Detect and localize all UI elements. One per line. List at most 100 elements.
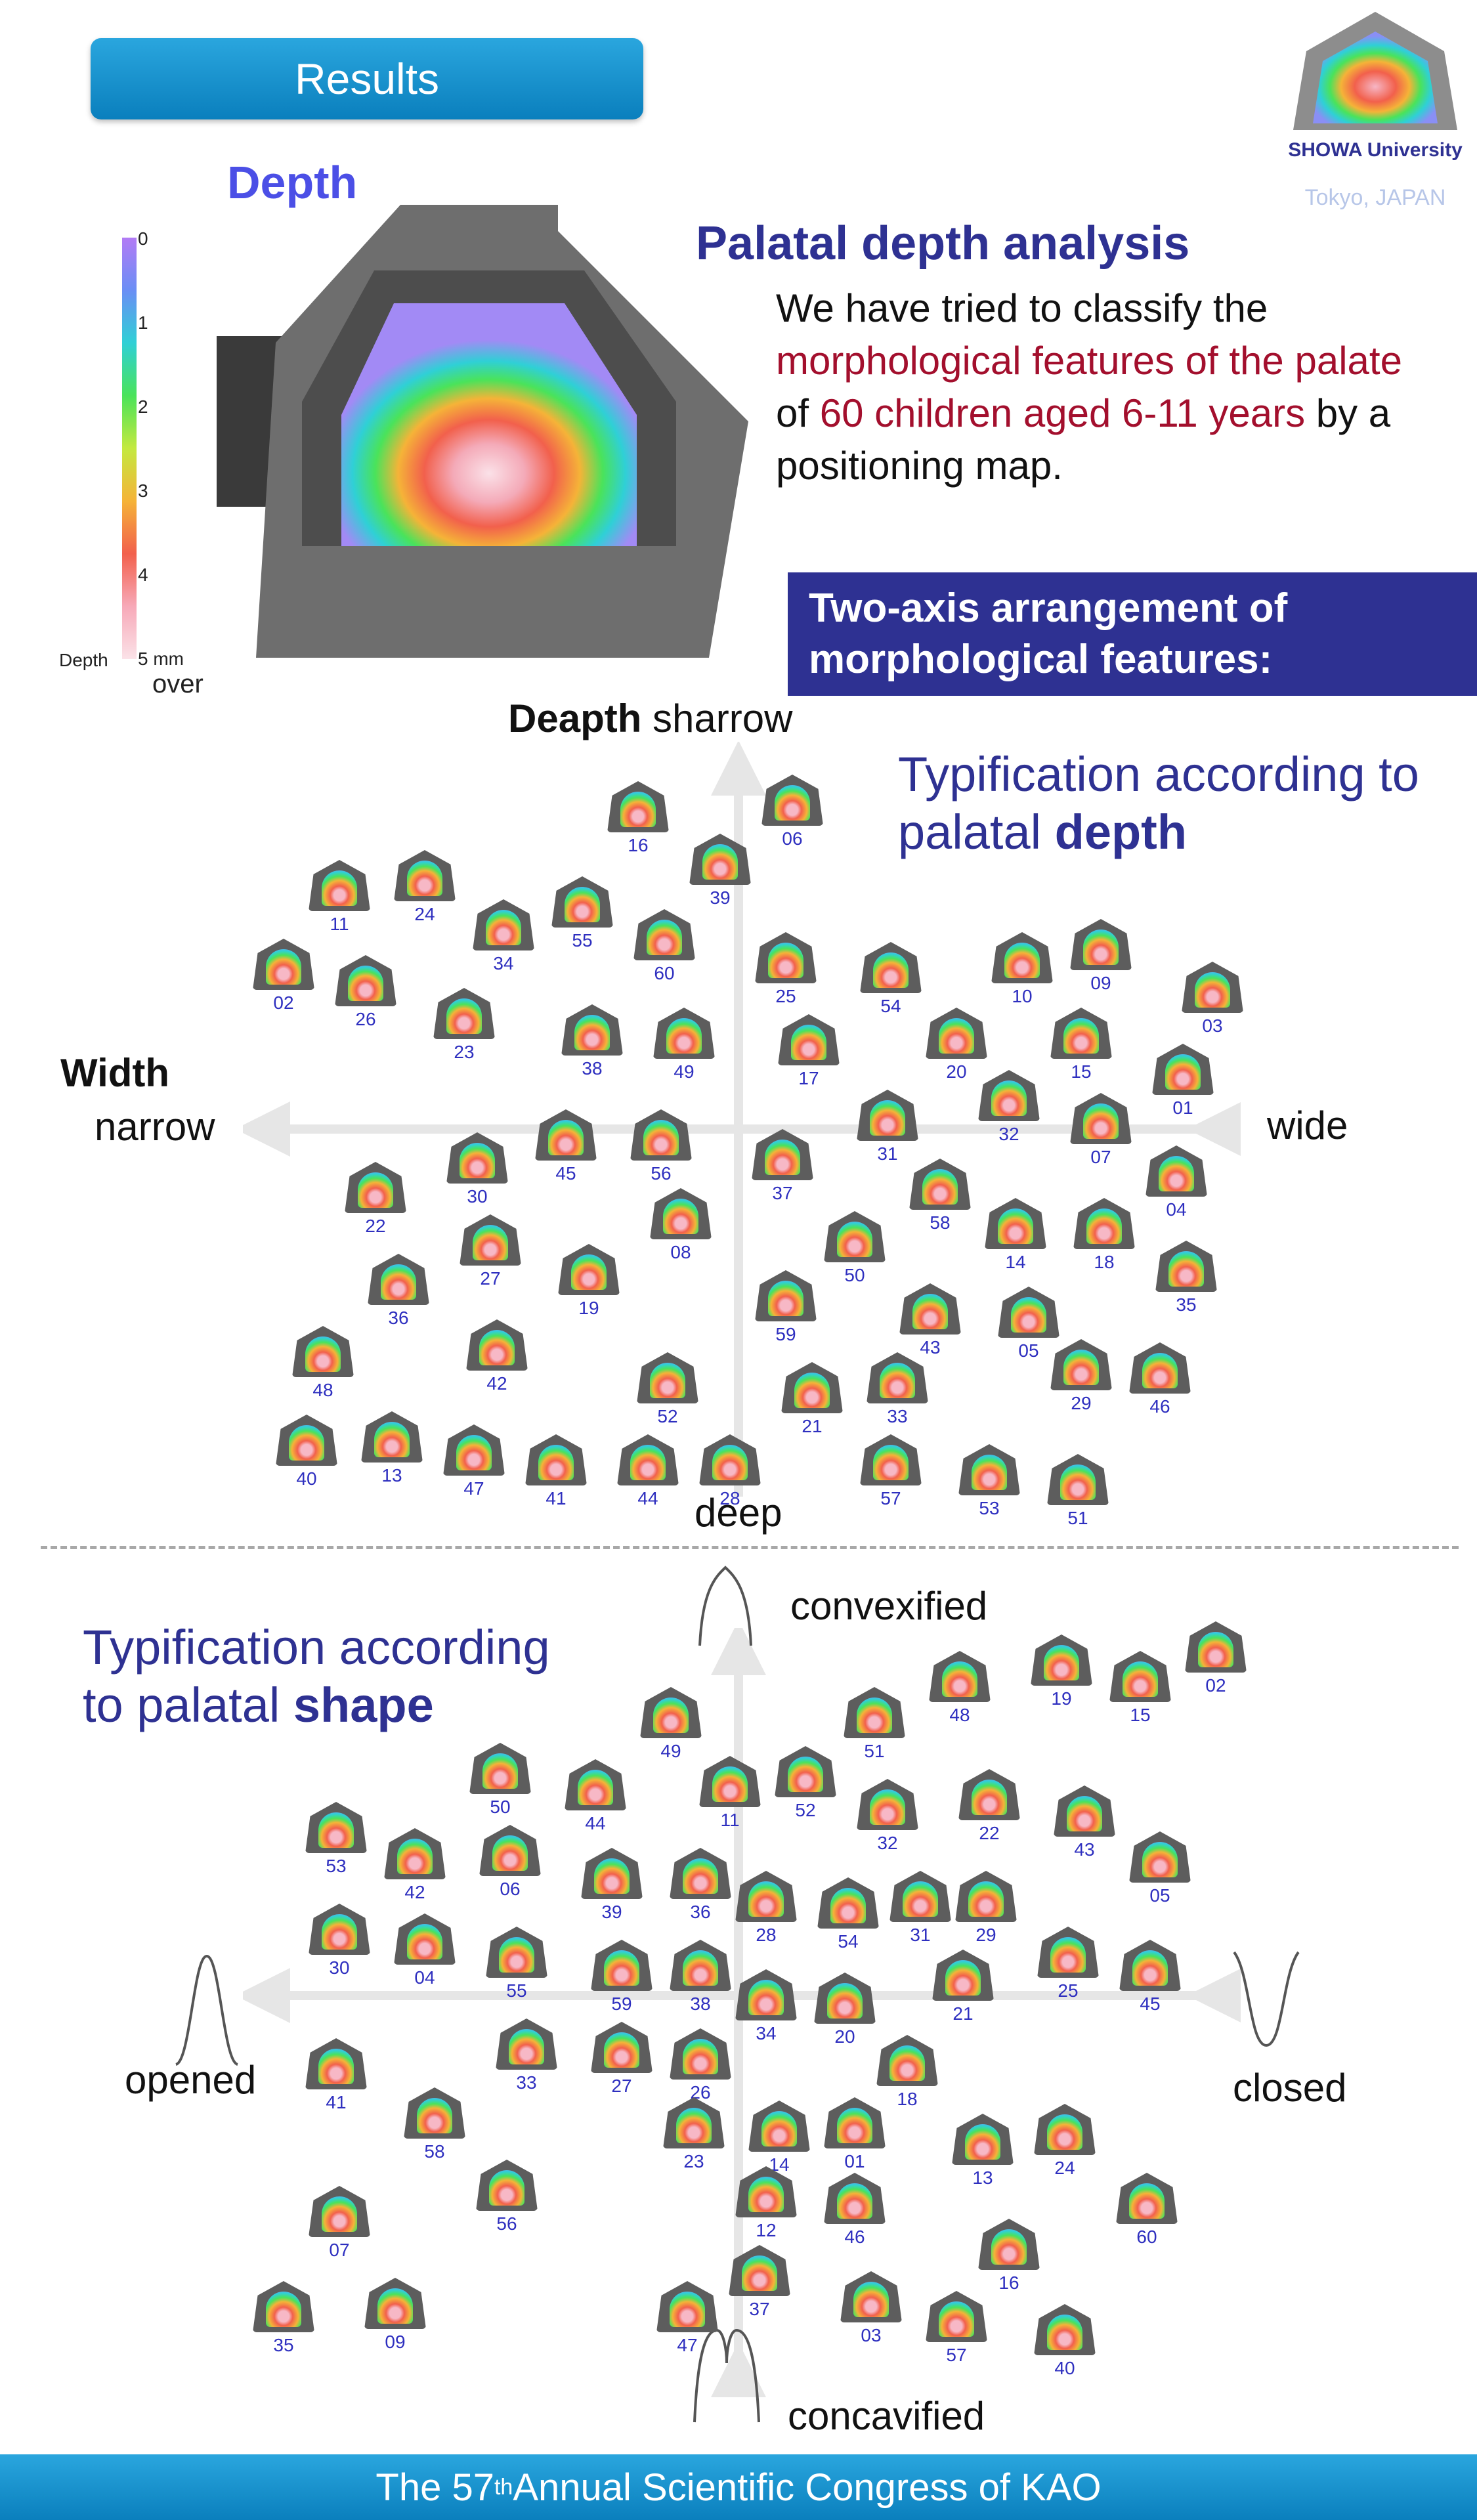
shape-sample-01: 01 — [824, 2091, 886, 2171]
depth-heatmap — [1067, 1796, 1102, 1831]
depth-y-axis-bold: Deapth — [508, 696, 642, 740]
depth-sample-36: 36 — [368, 1247, 429, 1328]
sample-number: 32 — [877, 1833, 898, 1853]
shape-sample-43: 43 — [1054, 1779, 1115, 1860]
depth-heatmap — [578, 1770, 613, 1805]
depth-heatmap — [683, 1858, 718, 1894]
sample-number: 27 — [611, 2076, 632, 2096]
sample-number: 25 — [1058, 1980, 1079, 2001]
shape-sample-44: 44 — [565, 1753, 626, 1833]
sample-number: 50 — [844, 1265, 865, 1285]
depth-heatmap — [266, 949, 301, 985]
depth-heatmap — [991, 2229, 1027, 2265]
depth-heatmap — [1132, 1950, 1168, 1986]
depth-heatmap — [650, 1363, 685, 1398]
sample-number: 50 — [490, 1797, 511, 1817]
sample-number: 36 — [690, 1902, 711, 1922]
depth-sample-43: 43 — [899, 1277, 961, 1357]
depth-sample-24: 24 — [394, 844, 456, 924]
sample-number: 39 — [601, 1902, 622, 1922]
depth-heatmap — [604, 2032, 639, 2068]
depth-heatmap — [305, 1336, 341, 1372]
desc-part-4: 60 children aged 6-11 years — [819, 391, 1306, 435]
depth-sample-25: 25 — [755, 926, 817, 1006]
depth-heatmap — [322, 870, 357, 906]
depth-sample-59: 59 — [755, 1264, 817, 1344]
sample-number: 43 — [1074, 1839, 1095, 1860]
shape-sample-04: 04 — [394, 1907, 456, 1988]
depth-sample-40: 40 — [276, 1408, 337, 1489]
depth-sample-15: 15 — [1050, 1001, 1112, 1082]
university-city: Tokyo, JAPAN — [1304, 185, 1446, 210]
depth-heatmap — [942, 1661, 977, 1697]
depth-sample-41: 41 — [525, 1428, 587, 1508]
depth-heatmap — [548, 1120, 584, 1155]
sample-number: 10 — [1012, 986, 1033, 1006]
depth-heatmap — [630, 1445, 666, 1480]
depth-heatmap — [643, 1120, 679, 1155]
depth-sample-34: 34 — [473, 893, 534, 973]
concave-profile-icon — [693, 2328, 760, 2423]
depth-heatmap — [1011, 1297, 1046, 1333]
sample-number: 59 — [775, 1324, 796, 1344]
depth-sample-17: 17 — [778, 1008, 840, 1088]
depth-sample-56: 56 — [630, 1103, 692, 1184]
depth-sample-42: 42 — [466, 1313, 528, 1394]
sample-number: 33 — [516, 2072, 537, 2093]
sample-number: 21 — [953, 2003, 974, 2024]
sample-number: 24 — [414, 904, 435, 924]
sample-number: 37 — [749, 2299, 770, 2319]
sample-number: 34 — [756, 2023, 777, 2043]
sample-number: 06 — [782, 828, 803, 849]
sample-number: 24 — [1054, 2158, 1075, 2178]
depth-heatmap — [473, 1225, 508, 1260]
depth-heatmap — [266, 2292, 301, 2327]
depth-heatmap — [663, 1199, 698, 1234]
shape-title-line1: Typification according — [83, 1620, 550, 1675]
depth-heatmap — [1063, 1350, 1099, 1385]
depth-sample-30: 30 — [446, 1126, 508, 1207]
depth-heatmap — [1063, 1018, 1099, 1054]
depth-sample-57: 57 — [860, 1428, 922, 1508]
depth-heatmap — [1047, 2315, 1082, 2350]
depth-sample-20: 20 — [926, 1001, 987, 1082]
shape-sample-28: 28 — [735, 1864, 797, 1945]
sample-number: 03 — [1202, 1015, 1223, 1036]
sample-number: 04 — [414, 1967, 435, 1988]
depth-heatmap — [381, 1264, 416, 1300]
sample-number: 40 — [296, 1468, 317, 1489]
sample-number: 46 — [1149, 1396, 1170, 1417]
sample-number: 55 — [506, 1980, 527, 2001]
desc-part-5: by a positioning map. — [776, 391, 1391, 488]
depth-sample-37: 37 — [752, 1122, 813, 1203]
sample-number: 57 — [946, 2345, 967, 2365]
depth-heatmap — [873, 952, 909, 988]
depth-heatmap — [889, 2045, 925, 2081]
sample-number: 56 — [496, 2213, 517, 2234]
sample-number: 11 — [720, 1810, 740, 1830]
depth-heatmap — [712, 1766, 748, 1802]
shape-title-bold: shape — [293, 1678, 434, 1732]
depth-heatmap — [571, 1254, 607, 1290]
depth-heatmap — [1083, 929, 1119, 965]
shape-sample-09: 09 — [364, 2271, 426, 2352]
sample-number: 47 — [463, 1478, 484, 1499]
depth-heatmap — [565, 887, 600, 922]
sample-number: 22 — [979, 1823, 1000, 1843]
depth-heatmap — [647, 920, 682, 955]
depth-heatmap — [827, 1983, 863, 2018]
sample-number: 48 — [312, 1380, 333, 1400]
depth-sample-33: 33 — [867, 1346, 928, 1426]
sample-number: 18 — [1094, 1252, 1115, 1272]
shape-sample-46: 46 — [824, 2166, 886, 2247]
depth-heatmap — [377, 2288, 413, 2324]
depth-heatmap — [742, 2255, 777, 2291]
shape-sample-18: 18 — [876, 2028, 938, 2109]
depth-sample-23: 23 — [433, 981, 495, 1062]
two-axis-banner: Two-axis arrangement of morphological fe… — [788, 572, 1477, 696]
depth-heatmap — [358, 1172, 393, 1208]
depth-heatmap — [748, 1881, 784, 1917]
depth-heatmap — [837, 2183, 872, 2219]
depth-heatmap — [407, 861, 442, 896]
depth-heatmap — [574, 1015, 610, 1050]
